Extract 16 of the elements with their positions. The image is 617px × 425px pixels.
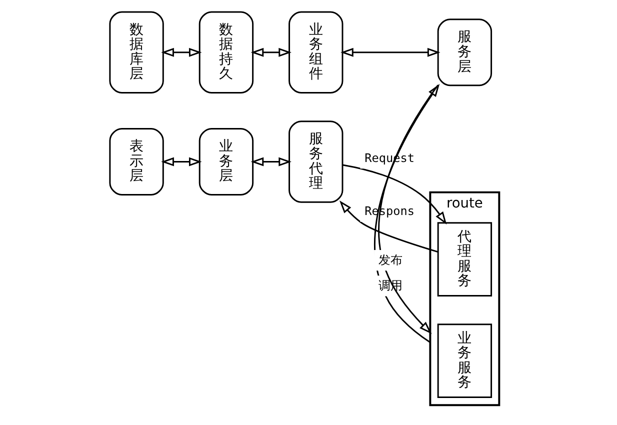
- node-box: 业务层: [198, 128, 254, 196]
- node-box: 业务组件: [288, 11, 344, 94]
- arrow: [340, 48, 440, 57]
- arrow: [250, 157, 292, 166]
- arrow: [161, 157, 202, 166]
- node-box: 服务代理: [288, 120, 344, 203]
- node-box: 服务层: [437, 18, 492, 86]
- arrow: [161, 48, 202, 57]
- node-box: 数据持久: [198, 11, 254, 94]
- edge-label: 发布: [378, 252, 402, 267]
- node-box: 表示层: [109, 128, 164, 196]
- arrow: [342, 164, 447, 224]
- arrow: [250, 48, 292, 57]
- node-box: 代理服务: [437, 222, 492, 296]
- node-box: 业务服务: [437, 324, 492, 398]
- node-box: 数据库层: [109, 11, 164, 94]
